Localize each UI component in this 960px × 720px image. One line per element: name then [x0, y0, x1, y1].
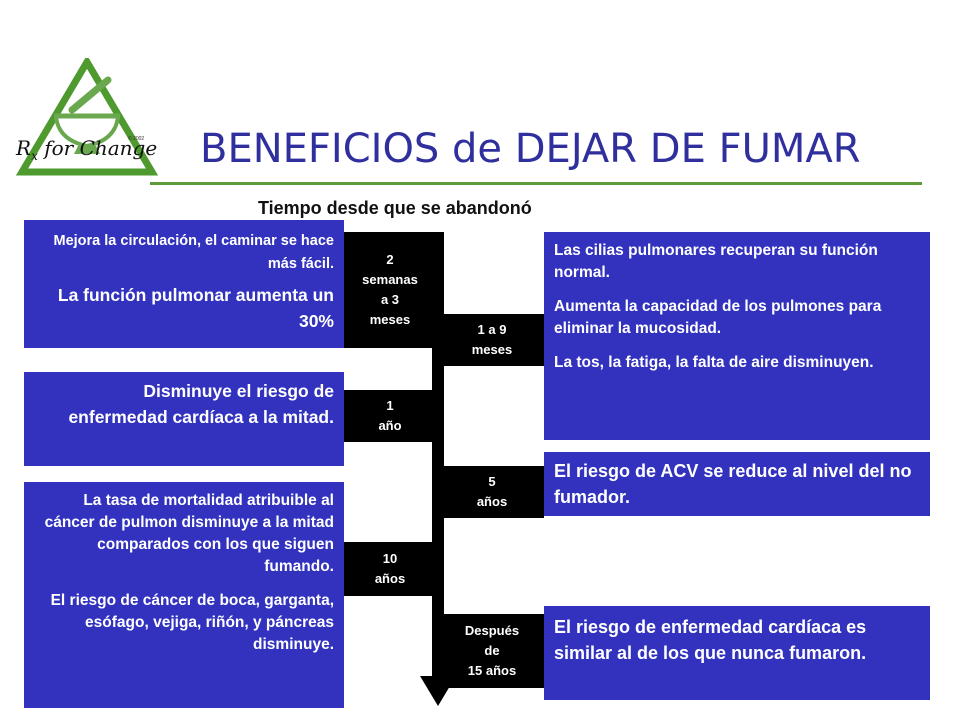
timeline-label-1-a-9-meses: 1 a 9 meses: [440, 314, 544, 366]
timeline-label-despues-15-anos: Después de 15 años: [440, 614, 544, 688]
benefit-text: Aumenta la capacidad de los pulmones par…: [554, 298, 882, 337]
benefit-text: La función pulmonar aumenta un 30%: [57, 285, 334, 331]
benefit-box-1-ano: Disminuye el riesgo de enfermedad cardía…: [24, 372, 344, 466]
logo-text: Rx for Change: [16, 136, 158, 163]
benefit-text: El riesgo de cáncer de boca, garganta, e…: [50, 592, 334, 653]
benefit-box-10-anos: La tasa de mortalidad atribuible al cánc…: [24, 482, 344, 708]
page-title: BENEFICIOS de DEJAR DE FUMAR: [200, 126, 861, 172]
timeline-label-1-ano: 1 año: [344, 390, 436, 442]
mortar-pestle-icon: [15, 55, 159, 176]
benefit-text: Las cilias pulmonares recuperan su funci…: [554, 242, 878, 281]
benefit-text: La tos, la fatiga, la falta de aire dism…: [554, 354, 874, 371]
benefit-box-despues-15-anos: El riesgo de enfermedad cardíaca es simi…: [544, 606, 930, 700]
benefit-text: Mejora la circulación, el caminar se hac…: [53, 233, 334, 272]
benefit-text: Disminuye el riesgo de enfermedad cardía…: [68, 381, 334, 427]
title-divider: [150, 182, 922, 185]
timeline-label-2-semanas: 2 semanas a 3 meses: [344, 232, 436, 348]
benefit-box-1-a-9-meses: Las cilias pulmonares recuperan su funci…: [544, 232, 930, 440]
rx-for-change-logo: Rx for Change © 2002: [12, 55, 162, 188]
logo-mark: © 2002: [128, 136, 145, 142]
timeline-subtitle: Tiempo desde que se abandonó: [258, 198, 532, 218]
benefit-text: El riesgo de ACV se reduce al nivel del …: [554, 461, 912, 507]
timeline-label-10-anos: 10 años: [344, 542, 436, 596]
benefit-text: El riesgo de enfermedad cardíaca es simi…: [554, 617, 867, 663]
benefit-box-5-anos: El riesgo de ACV se reduce al nivel del …: [544, 452, 930, 516]
benefit-text: La tasa de mortalidad atribuible al cánc…: [44, 492, 334, 575]
benefit-box-2-semanas: Mejora la circulación, el caminar se hac…: [24, 220, 344, 348]
timeline-label-5-anos: 5 años: [440, 466, 544, 518]
